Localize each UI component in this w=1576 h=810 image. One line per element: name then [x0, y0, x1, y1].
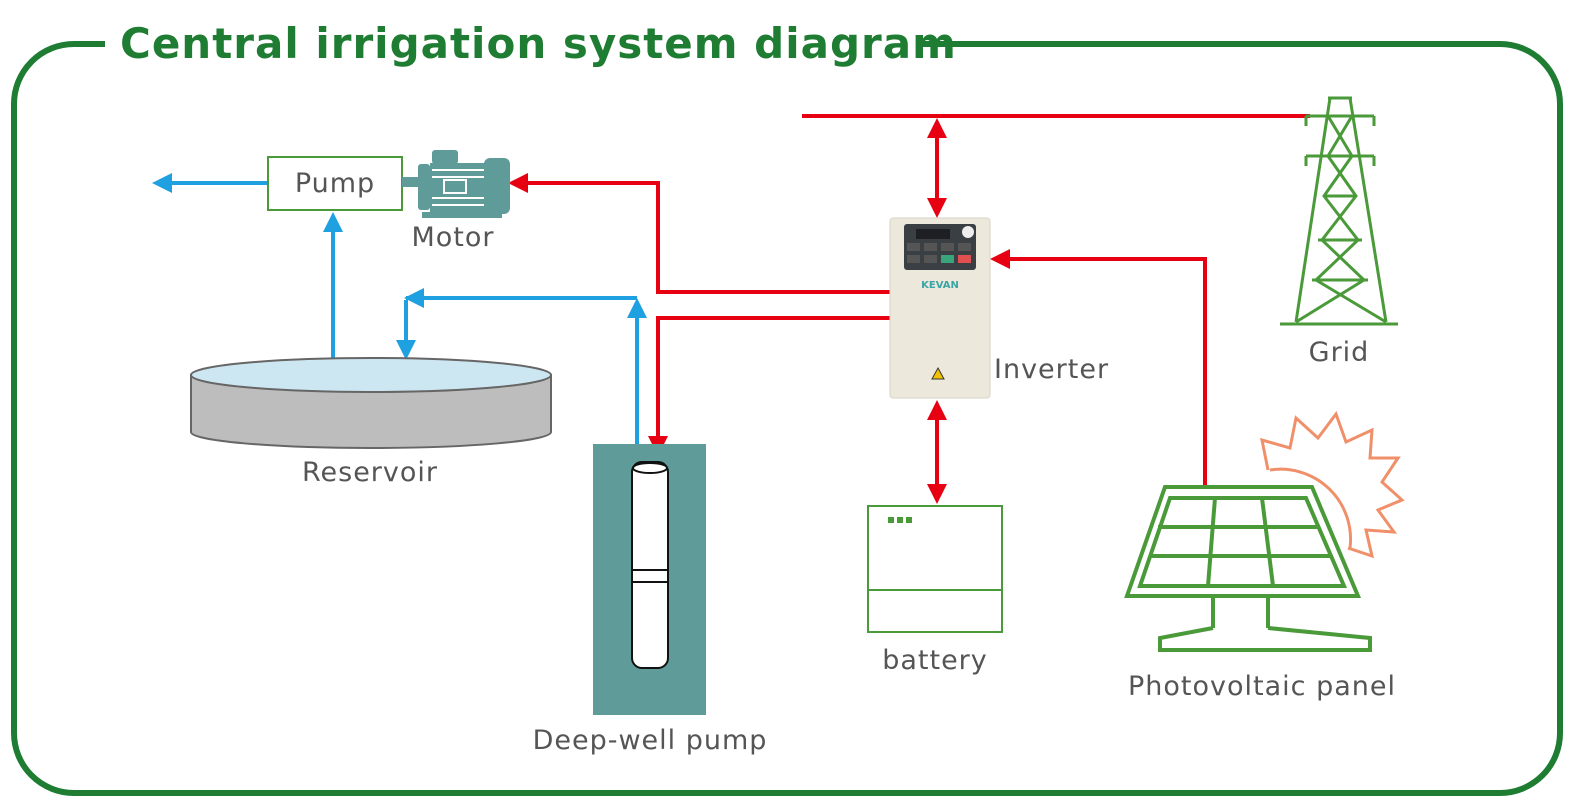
photovoltaic-panel-icon — [1124, 485, 1372, 652]
inverter-brand: KEVAN — [921, 280, 959, 291]
water-lines — [152, 173, 647, 462]
pump: Pump — [267, 156, 403, 211]
motor-icon — [402, 150, 510, 218]
motor-label: Motor — [411, 222, 494, 253]
inverter-label: Inverter — [994, 354, 1109, 385]
battery-icon — [867, 505, 1003, 633]
deep-well-pump — [593, 444, 706, 715]
reservoir-label: Reservoir — [302, 457, 438, 488]
power-lines — [508, 114, 1310, 504]
diagram-title: Central irrigation system diagram — [120, 19, 957, 68]
photovoltaic-panel-label: Photovoltaic panel — [1128, 671, 1396, 702]
deep-well-pump-label: Deep-well pump — [533, 725, 768, 756]
grid-label: Grid — [1309, 337, 1370, 368]
inverter-icon: KEVAN — [889, 217, 991, 399]
grid-tower-icon — [1280, 96, 1398, 326]
pump-label: Pump — [295, 168, 375, 199]
sun-icon — [1260, 410, 1405, 559]
reservoir — [190, 357, 552, 449]
battery-label: battery — [882, 645, 988, 676]
